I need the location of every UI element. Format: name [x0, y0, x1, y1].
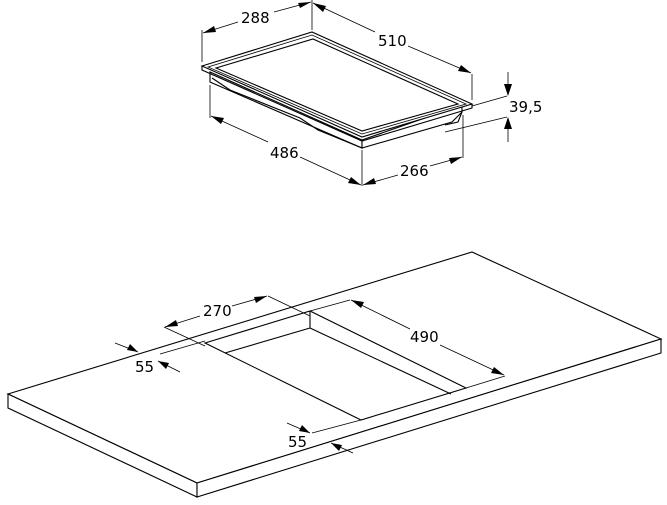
dimension-depth-body: 266	[362, 115, 464, 186]
label-55-front: 55	[288, 433, 307, 451]
dimension-cutout-depth: 270	[163, 295, 311, 347]
label-490: 490	[410, 328, 439, 346]
dimension-distance-front: 55	[286, 419, 362, 454]
label-266: 266	[400, 162, 429, 180]
label-288: 288	[241, 9, 270, 27]
dimension-width-top: 510	[312, 2, 473, 100]
label-55-back: 55	[135, 358, 154, 376]
label-510: 510	[378, 32, 407, 50]
dimension-distance-back: 55	[114, 340, 206, 376]
dimension-width-body: 486	[209, 85, 363, 186]
label-486: 486	[270, 144, 299, 162]
dimension-height: 39,5	[444, 72, 542, 142]
hob-appliance	[200, 31, 474, 149]
label-270: 270	[203, 302, 232, 320]
dimension-depth-top: 288	[201, 0, 313, 62]
label-39-5: 39,5	[509, 98, 542, 116]
dimension-cutout-width: 490	[309, 299, 506, 389]
